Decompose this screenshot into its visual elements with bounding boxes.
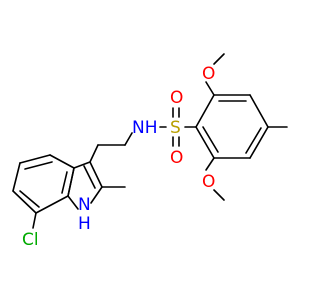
bond: [249, 126, 269, 159]
bond: [12, 162, 21, 192]
bond: [249, 94, 269, 128]
bond: [89, 144, 99, 163]
bond: [202, 126, 219, 153]
chemical-structure: NH S O O O O N H Cl: [12, 53, 288, 250]
bond: [195, 94, 215, 128]
bond: [205, 157, 215, 171]
bond: [61, 171, 68, 194]
bond: [90, 186, 103, 204]
bond: [67, 167, 75, 197]
bond: [89, 161, 103, 188]
bond: [49, 154, 75, 169]
methoxy-oxygen-bottom-label: O: [202, 172, 215, 192]
bond: [213, 189, 225, 201]
bond: [35, 195, 69, 214]
atom-labels: NH S O O O O N H Cl: [22, 64, 215, 250]
sulfur-label: S: [170, 118, 181, 138]
bond: [195, 126, 215, 159]
bond: [83, 165, 96, 189]
molecule-canvas: NH S O O O O N H Cl: [12, 53, 288, 250]
bond: [205, 81, 215, 96]
methoxy-oxygen-top-label: O: [202, 64, 215, 84]
amide-nh-label: NH: [132, 118, 158, 138]
bond: [19, 190, 40, 208]
bond: [67, 195, 79, 210]
bond: [12, 190, 37, 214]
bonds: [12, 53, 288, 229]
sulfonyl-oxygen-lower-label: O: [170, 148, 183, 168]
bond: [124, 132, 133, 146]
chlorine-label: Cl: [22, 230, 39, 250]
bond: [213, 53, 225, 65]
bond: [24, 161, 53, 170]
bond: [245, 127, 262, 154]
bond: [73, 161, 91, 169]
indole-nitrogen-label: N: [78, 195, 91, 215]
bond: [19, 154, 51, 164]
bond: [32, 212, 37, 229]
indole-hydrogen-label: H: [78, 214, 91, 234]
sulfonyl-oxygen-upper-label: O: [170, 88, 183, 108]
